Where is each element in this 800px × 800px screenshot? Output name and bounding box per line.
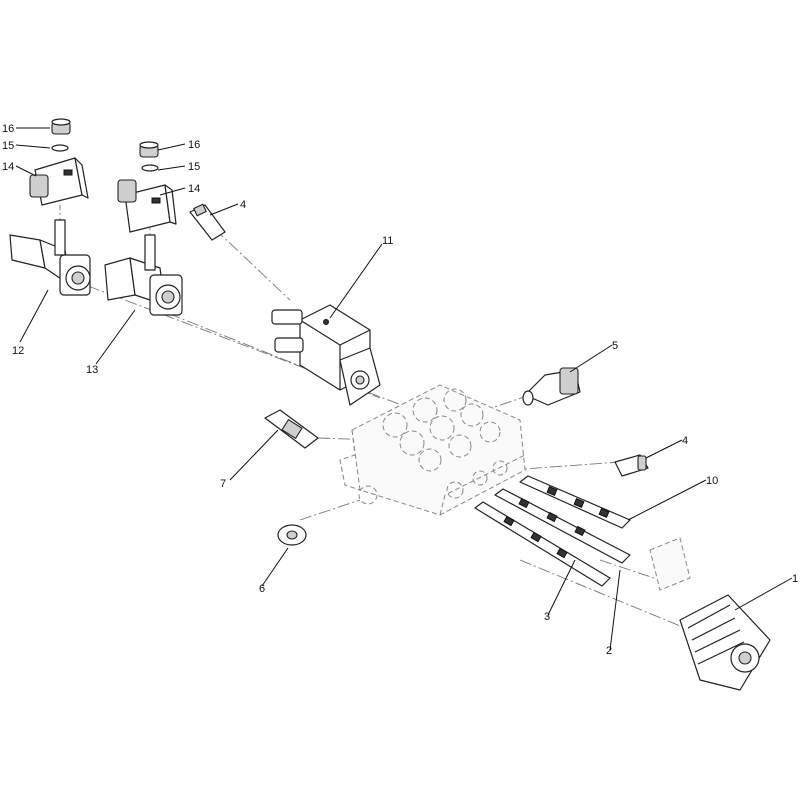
callout-2: 2 [606, 645, 612, 657]
part-6-plug [277, 524, 307, 546]
callout-1: 1 [792, 573, 798, 585]
part-2-spool [494, 488, 631, 564]
callout-11: 11 [382, 235, 393, 247]
callout-16-left: 16 [2, 123, 14, 135]
part-7-cartridge [264, 409, 319, 449]
part-10-spool [519, 475, 631, 529]
callout-16-right: 16 [188, 139, 200, 151]
callout-5: 5 [612, 340, 618, 352]
callout-15-left: 15 [2, 140, 14, 152]
callout-10: 10 [706, 475, 718, 487]
part-16-nut-right [139, 141, 159, 158]
part-15-o-ring-right [141, 164, 159, 172]
callout-14-left: 14 [2, 161, 14, 173]
callout-4-right: 4 [682, 435, 688, 447]
part-4-fitting-top [189, 203, 226, 241]
callout-6: 6 [259, 583, 265, 595]
callout-14-right: 14 [188, 183, 200, 195]
callout-15-right: 15 [188, 161, 200, 173]
part-14-coil-right [117, 179, 177, 233]
callout-7: 7 [220, 478, 226, 490]
valve-body [339, 384, 526, 516]
part-12-cartridge-valve [9, 219, 91, 296]
callout-13: 13 [86, 364, 98, 376]
part-4-fitting-right [614, 454, 649, 477]
part-5-relief-valve [522, 367, 581, 406]
part-15-o-ring-left [51, 144, 69, 152]
part-13-cartridge-valve [104, 234, 183, 316]
part-11-valve-block [271, 304, 381, 406]
callout-4-top: 4 [240, 199, 246, 211]
leader-lines [15, 127, 793, 651]
part-3-spool [474, 501, 611, 587]
callout-3: 3 [544, 611, 550, 623]
part-1-bellows-cover [679, 594, 771, 691]
part-16-nut-left [51, 118, 71, 135]
callout-labels: 16 15 14 12 13 16 15 14 4 11 5 4 10 1 7 … [2, 123, 798, 657]
callout-12: 12 [12, 345, 24, 357]
part-14-coil-left [29, 157, 89, 206]
end-cap-block [649, 537, 691, 591]
